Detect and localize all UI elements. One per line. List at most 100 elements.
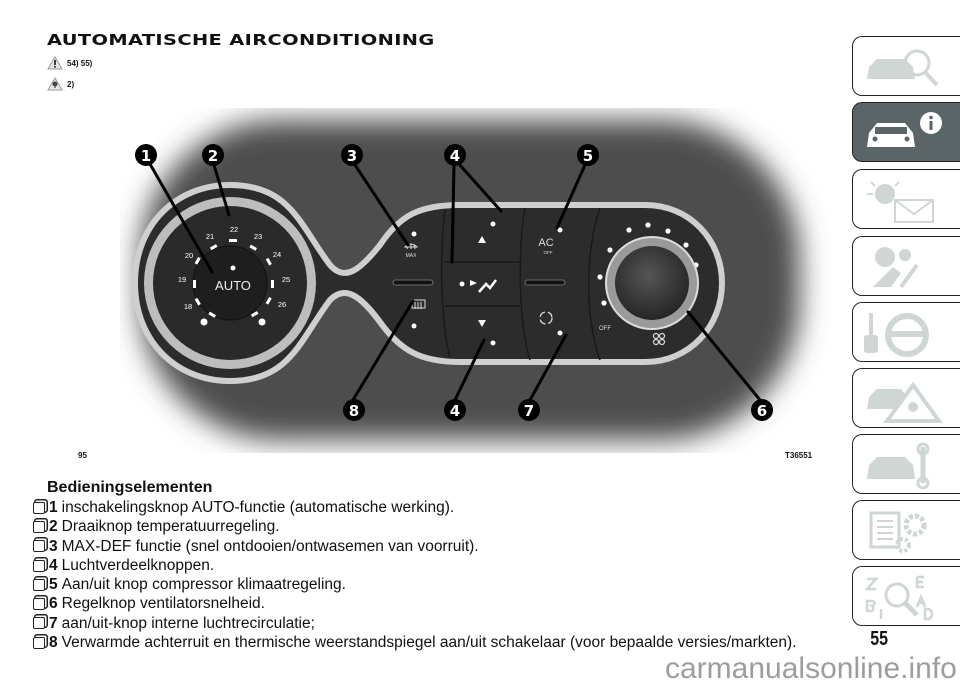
airbag-seat-icon [873, 247, 919, 289]
item-text: Aan/uit knop compressor klimaatregeling. [61, 576, 346, 594]
item-number: 6 [49, 595, 58, 613]
breakdown-triangle-icon [867, 381, 943, 423]
recirculation-icon [539, 311, 553, 325]
warning-reference: 54) 55) [47, 56, 92, 70]
item-number: 4 [49, 556, 58, 574]
item-number: 7 [49, 614, 58, 632]
tab-starting-driving[interactable] [852, 302, 960, 362]
fan-speed-knob[interactable] [615, 246, 689, 320]
item-text: Regelknop ventilatorsnelheid. [61, 595, 265, 613]
item-text: Verwarmde achterruit en thermische weers… [61, 634, 797, 652]
fan-off-label: OFF [599, 326, 611, 332]
item-text: Draaiknop temperatuurregeling. [61, 518, 280, 536]
figure-number: 95 [78, 451, 87, 460]
item-text: MAX-DEF functie (snel ontdooien/ontwasem… [61, 537, 479, 555]
item-number: 8 [49, 634, 58, 652]
auto-indicator [230, 265, 236, 271]
checkbox-bullet-icon [33, 501, 45, 514]
temp-label: 24 [273, 250, 281, 259]
svg-text:5: 5 [583, 147, 593, 165]
fan-icon [652, 332, 666, 346]
air-up-button[interactable] [448, 210, 518, 260]
key-steering-wheel-icon [864, 313, 929, 357]
item-number: 5 [49, 576, 58, 594]
fan-speed-leds [597, 222, 699, 306]
environment-tree-icon [47, 77, 63, 91]
recirculation-button[interactable] [525, 288, 590, 356]
climate-control-figure: AUTO 18 19 20 21 22 23 24 25 26 MAX AC [131, 120, 800, 440]
warning-refs: 54) 55) [67, 58, 93, 68]
temp-label: 22 [230, 225, 238, 234]
warning-triangle-icon [47, 56, 63, 70]
rear-defrost-button[interactable] [385, 288, 440, 356]
item-text: Luchtverdeelknoppen. [61, 556, 215, 574]
technical-data-gear-icon [869, 511, 927, 553]
item-number: 2 [49, 518, 58, 536]
ac-off-label: OFF [544, 250, 553, 255]
svg-text:3: 3 [347, 147, 357, 165]
button-dividers [440, 207, 601, 361]
tab-car-info[interactable] [852, 102, 960, 162]
divider-left [392, 279, 434, 286]
tab-index[interactable] [852, 566, 960, 626]
car-info-icon [867, 112, 942, 147]
item-number: 3 [49, 537, 58, 555]
callout-5: 5 [577, 144, 599, 166]
environment-reference: 2) [47, 77, 74, 91]
tab-technical-data[interactable] [852, 500, 960, 560]
checkbox-bullet-icon [33, 617, 45, 630]
indicator-leds [411, 221, 563, 346]
callout-1: 1 [135, 144, 157, 166]
temp-label: 20 [185, 251, 193, 260]
air-feet-button[interactable] [448, 264, 518, 304]
temp-label: 21 [206, 232, 214, 241]
callout-4-bottom: 4 [444, 399, 466, 421]
tab-car-search[interactable] [852, 36, 960, 96]
item-number: 1 [49, 499, 58, 516]
svg-text:7: 7 [524, 402, 534, 420]
page-number: 55 [870, 628, 889, 650]
car-service-wrench-icon [867, 442, 930, 489]
callout-lines [148, 161, 762, 402]
temperature-marks [193, 239, 274, 326]
ac-button[interactable] [525, 210, 590, 278]
air-distribution-icon [478, 279, 497, 293]
tab-warning-lights[interactable] [852, 169, 960, 229]
svg-text:1: 1 [141, 147, 151, 165]
tab-safety[interactable] [852, 236, 960, 296]
callout-6: 6 [751, 399, 773, 421]
svg-text:4: 4 [450, 147, 460, 165]
auto-label: AUTO [215, 278, 251, 293]
temp-label: 19 [178, 275, 186, 284]
air-down-button[interactable] [448, 308, 518, 358]
callout-4-top: 4 [444, 144, 466, 166]
callout-8: 8 [343, 399, 365, 421]
svg-text:4: 4 [450, 402, 460, 420]
checkbox-bullet-icon [33, 578, 45, 591]
checkbox-bullet-icon [33, 598, 45, 611]
tab-emergency[interactable] [852, 368, 960, 428]
tab-maintenance[interactable] [852, 434, 960, 494]
callout-3: 3 [341, 144, 363, 166]
svg-text:8: 8 [349, 402, 359, 420]
warning-light-message-icon [867, 181, 934, 223]
section-heading: Bedieningselementen [47, 479, 213, 496]
checkbox-bullet-icon [33, 520, 45, 533]
watermark: carmanualsonline.info [665, 652, 957, 685]
checkbox-bullet-icon [33, 540, 45, 553]
callout-2: 2 [202, 144, 224, 166]
ac-label: AC [538, 237, 553, 249]
car-search-icon [867, 49, 939, 87]
environment-refs: 2) [67, 79, 75, 89]
callout-7: 7 [518, 399, 540, 421]
divider-mid [524, 279, 566, 286]
max-label: MAX [406, 253, 418, 259]
